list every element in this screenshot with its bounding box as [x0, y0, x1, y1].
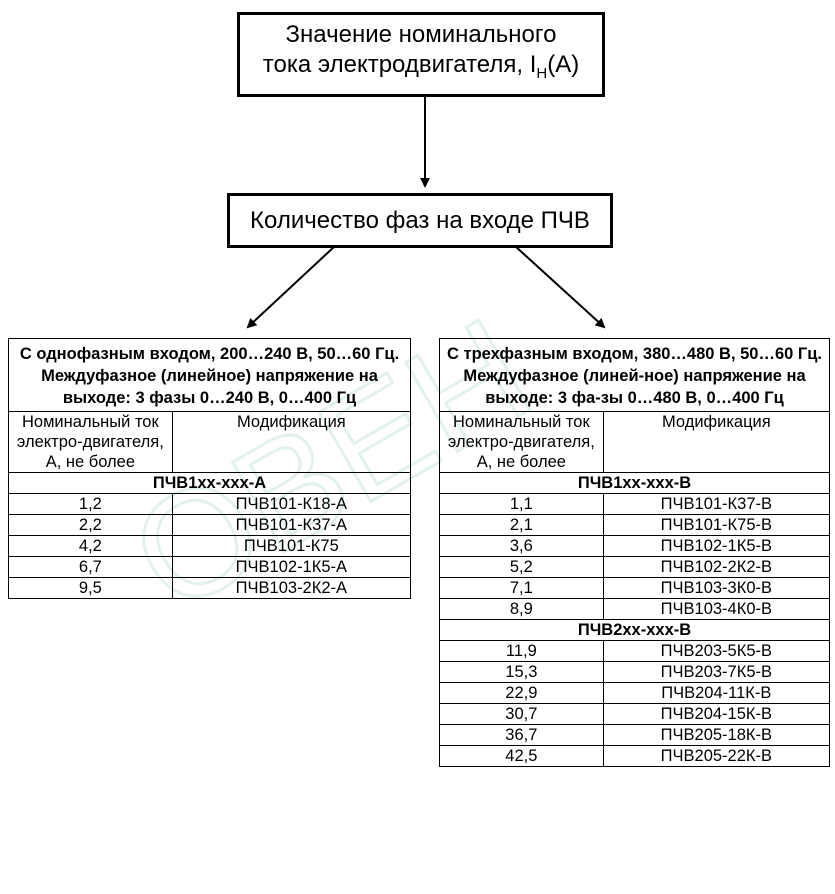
- current-cell: 42,5: [439, 745, 604, 767]
- model-cell: ПЧВ102-1К5-А: [171, 556, 412, 578]
- rated-current-suffix: (А): [547, 51, 580, 79]
- model-cell: ПЧВ101-К18-А: [171, 493, 412, 515]
- current-cell: 7,1: [439, 577, 604, 599]
- model-cell: ПЧВ103-2К2-А: [171, 577, 412, 599]
- table-header: С трехфазным входом, 380…480 В, 50…60 Гц…: [439, 338, 830, 412]
- group-name: ПЧВ1хх-ххх-А: [8, 472, 411, 494]
- current-cell: 8,9: [439, 598, 604, 620]
- table-header: С однофазным входом, 200…240 В, 50…60 Гц…: [8, 338, 411, 412]
- current-cell: 3,6: [439, 535, 604, 557]
- single-phase-table: С однофазным входом, 200…240 В, 50…60 Гц…: [8, 338, 412, 599]
- column-header-row: Номинальный ток электро-двигателя, А, не…: [8, 411, 412, 473]
- group-row: ПЧВ1хх-ххх-А: [8, 472, 411, 494]
- model-cell: ПЧВ203-7К5-В: [602, 661, 831, 683]
- model-cell: ПЧВ204-11К-В: [602, 682, 831, 704]
- arrow-left: [246, 245, 336, 329]
- group-name: ПЧВ2хх-ххх-В: [439, 619, 830, 641]
- group-row: ПЧВ2хх-ххх-В: [439, 619, 830, 641]
- model-cell: ПЧВ101-К75: [171, 535, 412, 557]
- column-header-current: Номинальный ток электро-двигателя, А, не…: [439, 411, 604, 473]
- group-name: ПЧВ1хх-ххх-В: [439, 472, 830, 494]
- rated-current-subscript: Н: [536, 64, 548, 82]
- model-cell: ПЧВ101-К37-А: [171, 514, 412, 536]
- rated-current-box: Значение номинального тока электродвигат…: [237, 12, 605, 97]
- three-phase-table: С трехфазным входом, 380…480 В, 50…60 Гц…: [439, 338, 831, 767]
- column-header-current: Номинальный ток электро-двигателя, А, не…: [8, 411, 173, 473]
- model-cell: ПЧВ203-5К5-В: [602, 640, 831, 662]
- rated-current-prefix: тока электродвигателя, I: [262, 51, 537, 79]
- model-cell: ПЧВ103-4К0-В: [602, 598, 831, 620]
- column-header-model: Модификация: [602, 411, 831, 473]
- rated-current-line2: тока электродвигателя, IН(А): [240, 50, 602, 89]
- group-row: ПЧВ1хх-ххх-В: [439, 472, 830, 494]
- model-cell: ПЧВ102-2К2-В: [602, 556, 831, 578]
- current-cell: 9,5: [8, 577, 173, 599]
- current-cell: 2,2: [8, 514, 173, 536]
- current-cell: 6,7: [8, 556, 173, 578]
- current-cell: 11,9: [439, 640, 604, 662]
- current-cell: 1,2: [8, 493, 173, 515]
- current-cell: 4,2: [8, 535, 173, 557]
- model-cell: ПЧВ205-22К-В: [602, 745, 831, 767]
- column-header-model: Модификация: [171, 411, 412, 473]
- input-phases-text: Количество фаз на входе ПЧВ: [250, 206, 590, 234]
- current-cell: 1,1: [439, 493, 604, 515]
- model-cell: ПЧВ204-15К-В: [602, 703, 831, 725]
- current-cell: 22,9: [439, 682, 604, 704]
- current-cell: 36,7: [439, 724, 604, 746]
- model-cell: ПЧВ102-1К5-В: [602, 535, 831, 557]
- input-phases-box: Количество фаз на входе ПЧВ: [227, 193, 613, 248]
- arrow-right: [514, 245, 606, 329]
- current-cell: 15,3: [439, 661, 604, 683]
- model-cell: ПЧВ103-3К0-В: [602, 577, 831, 599]
- current-cell: 30,7: [439, 703, 604, 725]
- current-cell: 5,2: [439, 556, 604, 578]
- model-cell: ПЧВ205-18К-В: [602, 724, 831, 746]
- rated-current-line1: Значение номинального: [285, 21, 557, 49]
- header-row: С трехфазным входом, 380…480 В, 50…60 Гц…: [439, 338, 830, 412]
- header-row: С однофазным входом, 200…240 В, 50…60 Гц…: [8, 338, 411, 412]
- current-cell: 2,1: [439, 514, 604, 536]
- model-cell: ПЧВ101-К37-В: [602, 493, 831, 515]
- model-cell: ПЧВ101-К75-В: [602, 514, 831, 536]
- column-header-row: Номинальный ток электро-двигателя, А, не…: [439, 411, 831, 473]
